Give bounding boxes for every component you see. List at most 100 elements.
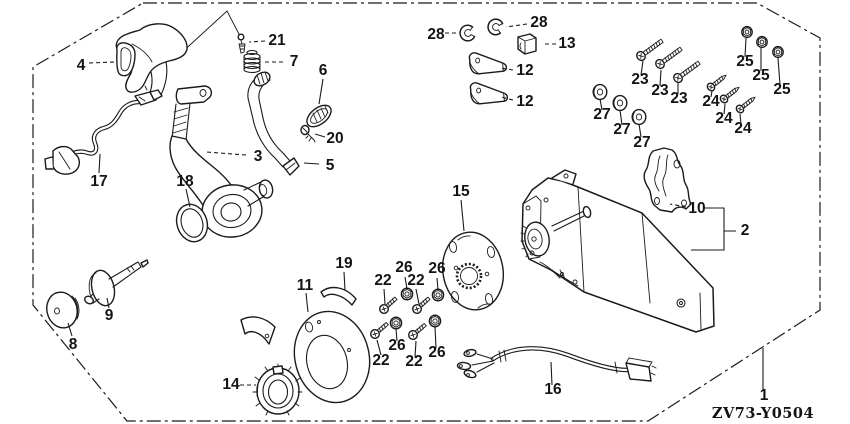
callout-15: 15: [452, 183, 470, 200]
leader-3: [205, 151, 247, 156]
callout-21: 21: [268, 32, 286, 49]
part-link-rod: [247, 71, 300, 176]
leader-lines: [67, 23, 781, 390]
leader-8: [67, 322, 73, 337]
callout-26-4: 26: [428, 344, 446, 361]
callout-24-1: 24: [702, 93, 720, 110]
callout-28-1: 28: [427, 26, 445, 43]
part-plates-12: [466, 51, 510, 109]
part-switch-wire: [44, 85, 163, 175]
leader-24b: [723, 103, 726, 115]
part-wire-harness: [456, 346, 657, 382]
leader-19: [343, 271, 346, 291]
callout-12-2: 12: [516, 93, 533, 110]
leader-6: [318, 78, 324, 105]
callout-2: 2: [741, 222, 750, 239]
part-set-screw-spring: [237, 33, 332, 143]
part-o-ring: [175, 203, 209, 243]
callout-20: 20: [326, 130, 343, 147]
callout-19: 19: [335, 255, 353, 272]
callout-6: 6: [319, 62, 328, 79]
part-arc-shims: [240, 286, 357, 345]
leader-23b: [659, 69, 662, 87]
callout-3: 3: [254, 148, 263, 165]
callout-18: 18: [176, 173, 194, 190]
part-mounting-plate: [441, 231, 505, 311]
callout-25-1: 25: [736, 53, 754, 70]
callout-26-3: 26: [388, 337, 406, 354]
callout-10: 10: [688, 200, 705, 217]
leader-16: [550, 361, 553, 386]
callout-7: 7: [290, 53, 299, 70]
alignment-line: [177, 10, 241, 57]
callout-24-2: 24: [715, 110, 733, 127]
callout-23-1: 23: [631, 71, 649, 88]
callout-22-4: 22: [405, 353, 422, 370]
leader-22b: [415, 288, 420, 305]
callout-25-3: 25: [773, 81, 791, 98]
part-housing-assembly: [520, 169, 715, 333]
callout-27-1: 27: [593, 106, 610, 123]
callout-12-1: 12: [516, 62, 533, 79]
part-control-lever: [169, 85, 274, 238]
callout-23-2: 23: [651, 82, 669, 99]
leader-15: [460, 199, 465, 232]
leader-20: [314, 133, 326, 138]
leader-10: [669, 203, 687, 208]
callout-22-3: 22: [372, 352, 389, 369]
callout-23-3: 23: [670, 90, 688, 107]
leader-27a: [599, 98, 603, 111]
diagram-code: ZV73-Y0504: [712, 405, 814, 422]
callout-25-2: 25: [752, 67, 770, 84]
callout-26-1: 26: [395, 259, 413, 276]
callout-11: 11: [297, 277, 314, 294]
callout-22-2: 22: [407, 272, 424, 289]
callout-27-3: 27: [633, 134, 650, 151]
leader-4: [88, 61, 117, 64]
leader-26b: [436, 277, 439, 291]
leader-21: [248, 40, 266, 43]
leader-22a: [383, 288, 386, 305]
leader-12b: [500, 96, 514, 101]
leader-17: [98, 153, 101, 174]
callout-16: 16: [544, 381, 562, 398]
part-eclips-28: [458, 16, 505, 43]
leader-24c: [739, 113, 742, 125]
leader-22c: [376, 339, 382, 356]
leader-23a: [640, 60, 644, 76]
part-ring-plate: [293, 310, 371, 404]
callout-5: 5: [326, 157, 335, 174]
callout-17: 17: [90, 173, 107, 190]
callout-1: 1: [760, 387, 769, 404]
callout-24-3: 24: [734, 120, 752, 137]
part-gear-ring: [252, 363, 303, 416]
part-clamp-bracket: [643, 147, 692, 213]
part-block-13: [517, 33, 537, 55]
part-friction-shaft: [84, 259, 149, 307]
leader-9: [106, 297, 110, 309]
callout-27-2: 27: [613, 121, 630, 138]
leader-12a: [499, 67, 514, 71]
leader-27b: [619, 109, 623, 126]
callout-14: 14: [222, 376, 240, 393]
part-handle-grip: [115, 23, 188, 98]
leader-25a: [744, 37, 747, 58]
leader-11: [305, 292, 309, 313]
leader-27c: [638, 123, 642, 138]
callout-28-2: 28: [530, 14, 548, 31]
assembly-border: [32, 2, 821, 422]
bracket-2: [691, 207, 736, 251]
callout-22-1: 22: [374, 272, 391, 289]
leader-22d: [414, 340, 417, 358]
leader-26d: [434, 326, 437, 349]
part-cap-knob: [46, 291, 80, 329]
callout-26-2: 26: [428, 260, 446, 277]
leader-18: [185, 188, 191, 208]
leader-24a: [710, 90, 713, 98]
callout-4: 4: [77, 57, 86, 74]
leader-28b: [505, 23, 528, 28]
callout-13: 13: [558, 35, 576, 52]
leader-26a: [404, 276, 408, 290]
